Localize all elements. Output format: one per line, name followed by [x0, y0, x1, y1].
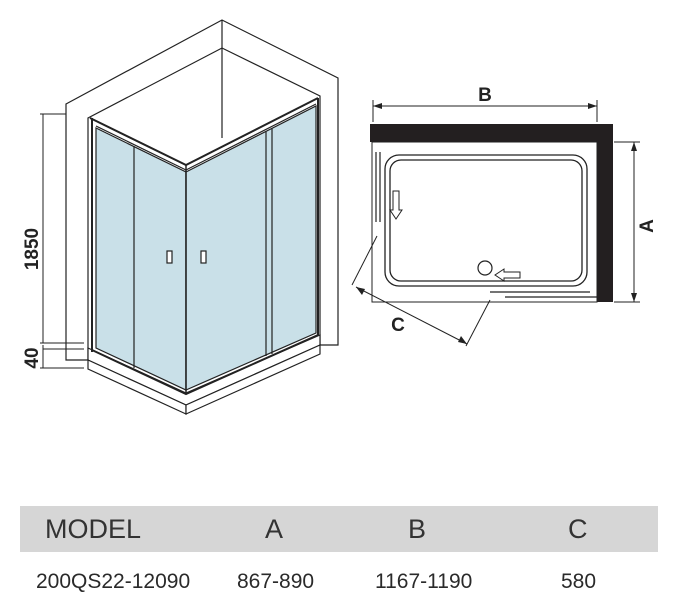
depth-label: A — [637, 219, 658, 233]
c-dim-line — [355, 286, 468, 345]
plan-view: B A C — [351, 85, 658, 347]
plan-tray-inner — [389, 159, 583, 282]
plan-enclosure — [371, 141, 598, 303]
header-c: C — [568, 514, 588, 544]
spec-table-header: MODEL A B C — [20, 506, 658, 552]
diagonal-label: C — [391, 315, 405, 336]
slide-arrow-left-icon — [494, 268, 521, 282]
slide-arrow-down-icon — [389, 190, 403, 220]
plan-back-wall — [370, 124, 613, 142]
base-height-label: 40 — [22, 347, 43, 368]
c-ext-right — [465, 299, 491, 347]
header-b: B — [408, 514, 427, 544]
height-dimension — [40, 113, 84, 369]
width-label: B — [478, 85, 492, 106]
height-label: 1850 — [22, 228, 43, 270]
header-a: A — [265, 514, 284, 544]
door-handle-right — [200, 250, 207, 264]
cell-c: 580 — [561, 570, 597, 593]
tray-base-right — [185, 344, 321, 415]
back-wall-outline — [65, 19, 339, 361]
cell-b: 1167-1190 — [375, 570, 473, 593]
shower-enclosure-drawing: 1850 40 B — [22, 19, 658, 415]
cell-a: 867-890 — [237, 570, 315, 593]
door-handle-left — [166, 250, 173, 264]
plan-tray-outer — [384, 154, 588, 287]
cell-model: 200QS22-12090 — [36, 570, 191, 593]
perspective-view — [65, 19, 339, 415]
plan-drain — [477, 260, 493, 276]
header-model: MODEL — [45, 514, 142, 544]
plan-side-wall — [597, 124, 613, 302]
c-ext-left — [351, 235, 378, 286]
